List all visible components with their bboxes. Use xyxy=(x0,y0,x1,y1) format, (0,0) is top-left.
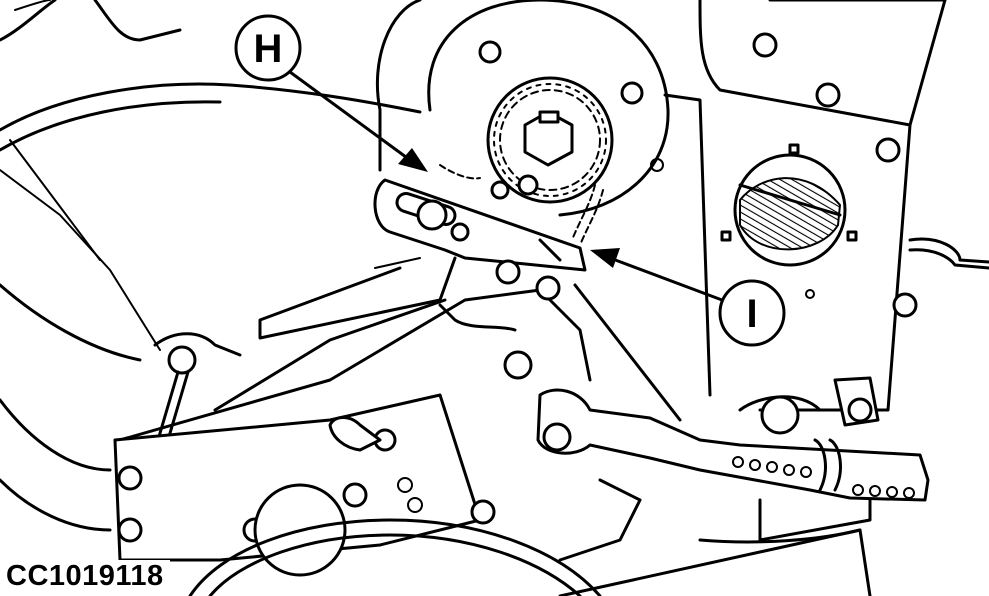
callout-h: H xyxy=(234,14,428,172)
callout-h-label: H xyxy=(254,27,283,71)
adjustment-rod xyxy=(536,388,930,502)
chain-tensioner-arm xyxy=(258,178,587,340)
right-mounting-bracket xyxy=(663,0,989,412)
callout-i-label: I xyxy=(746,292,757,336)
drive-sprocket xyxy=(478,40,664,204)
lower-frame xyxy=(118,238,682,442)
sprocket-housing-plate xyxy=(375,0,670,217)
callout-i-arrowhead xyxy=(590,248,620,268)
upper-left-housing xyxy=(0,0,182,42)
left-shroud xyxy=(0,82,422,532)
figure-id-label: CC1019118 xyxy=(4,560,170,593)
pivot-pin xyxy=(156,345,197,442)
callout-h-arrowhead xyxy=(398,148,428,172)
sight-window xyxy=(733,153,847,267)
callout-i: I xyxy=(590,248,786,347)
lower-disc xyxy=(188,518,602,596)
lower-right-clamp xyxy=(558,376,880,596)
drive-chain xyxy=(439,164,604,246)
